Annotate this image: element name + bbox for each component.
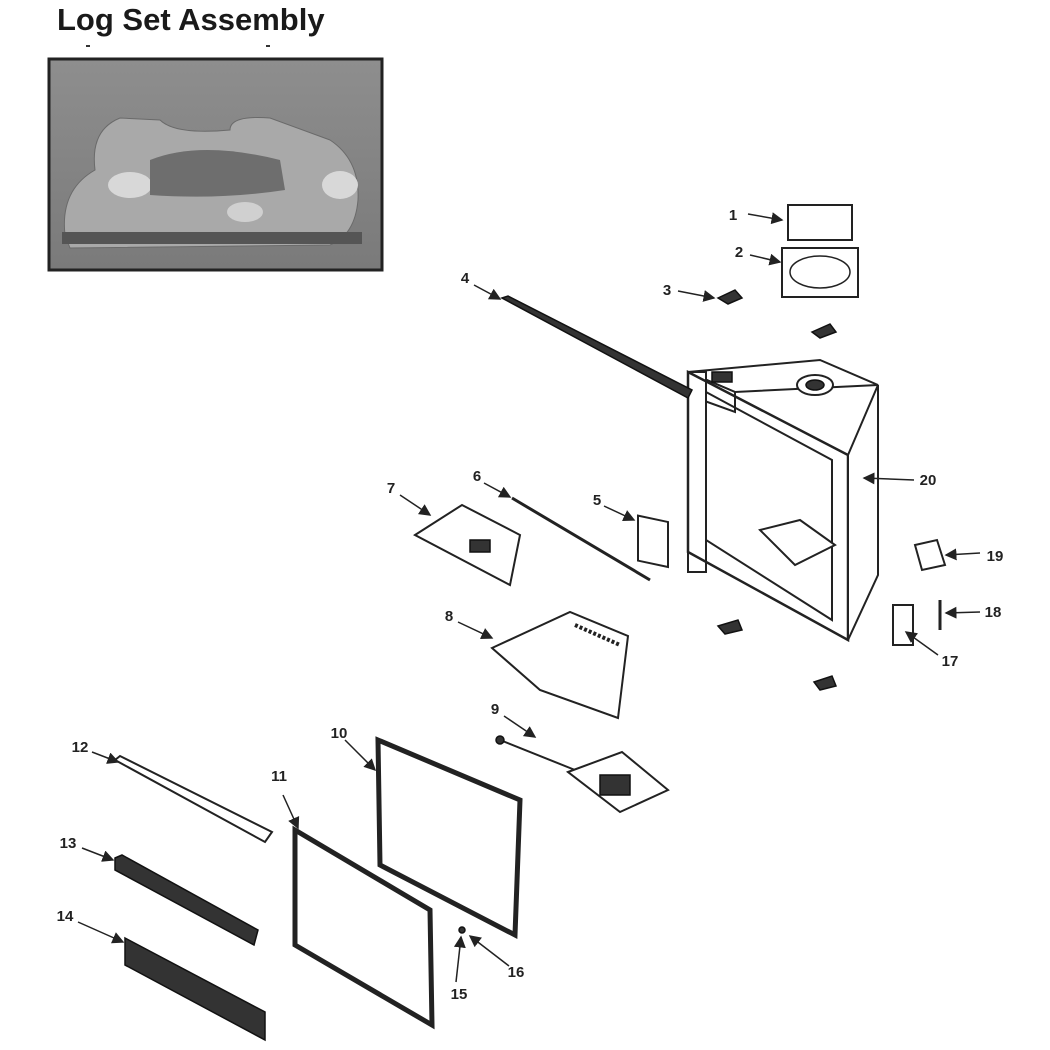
part-17: [892, 604, 914, 646]
callout-12: 12: [72, 739, 89, 756]
mounting-brackets: [716, 323, 838, 691]
part-6: [511, 496, 651, 582]
callout-3: 3: [663, 282, 671, 299]
part-11: [292, 825, 435, 1030]
part-9: [495, 735, 670, 814]
part-3: [716, 289, 744, 305]
part-13: [114, 854, 259, 947]
callout-16: 16: [508, 964, 525, 981]
callout-8: 8: [445, 608, 453, 625]
part-4: [500, 295, 694, 400]
log-set-photo: [47, 45, 384, 272]
callout-17: 17: [942, 653, 959, 670]
callout-4: 4: [461, 270, 470, 287]
part-12: [113, 754, 274, 844]
callout-10: 10: [331, 725, 348, 742]
part-2: [781, 247, 859, 298]
callout-6: 6: [473, 468, 481, 485]
callout-2: 2: [735, 244, 743, 261]
callout-18: 18: [985, 604, 1002, 621]
callout-15: 15: [451, 986, 468, 1003]
firebox-body: [686, 358, 879, 643]
part-14: [124, 936, 266, 1042]
part-19: [913, 538, 947, 572]
part-10: [375, 736, 523, 940]
callout-11: 11: [271, 768, 287, 785]
callout-1: 1: [729, 207, 737, 224]
callout-5: 5: [593, 492, 601, 509]
callout-20: 20: [920, 472, 937, 489]
part-5: [637, 514, 669, 569]
part-7: [413, 503, 522, 587]
callout-9: 9: [491, 701, 499, 718]
callout-13: 13: [60, 835, 77, 852]
callout-arrows: [77, 212, 981, 983]
part-15-16: [458, 926, 466, 934]
part-8: [490, 610, 630, 720]
page-title: Log Set Assembly: [57, 2, 325, 37]
callout-7: 7: [387, 480, 395, 497]
callout-19: 19: [987, 548, 1004, 565]
part-1: [787, 204, 853, 241]
callout-14: 14: [57, 908, 74, 925]
